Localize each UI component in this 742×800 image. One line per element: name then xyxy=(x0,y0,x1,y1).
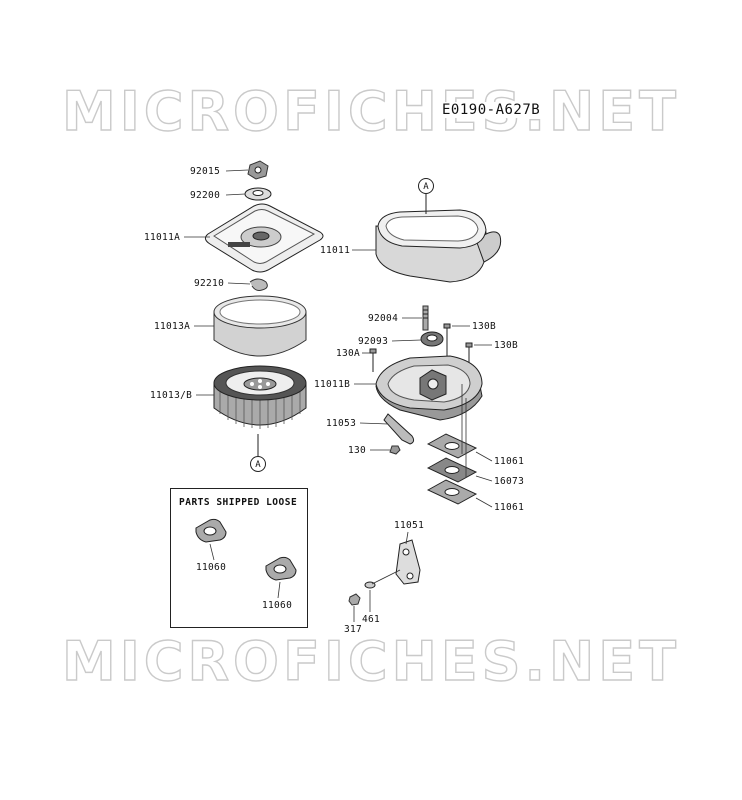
part-label-16073: 16073 xyxy=(494,476,525,487)
nut-317-drawing xyxy=(348,593,361,606)
part-label-11011A: 11011A xyxy=(144,232,181,243)
part-label-11013A: 11013A xyxy=(154,321,191,332)
part-label-92015: 92015 xyxy=(190,166,221,177)
part-label-92004: 92004 xyxy=(368,313,399,324)
part-label-130: 130 xyxy=(348,445,367,456)
gasket-11061-2-drawing xyxy=(426,479,478,505)
cover-11011-drawing xyxy=(375,209,502,283)
part-label-130B-1: 130B xyxy=(472,321,497,332)
parts-shipped-loose-box: PARTS SHIPPED LOOSE xyxy=(170,488,308,628)
precleaner-11013A-drawing xyxy=(213,295,307,357)
part-label-11060-2: 11060 xyxy=(262,600,293,611)
part-label-11013B: 11013/B xyxy=(150,390,193,401)
part-label-11011B: 11011B xyxy=(314,379,351,390)
bracket-11053-drawing xyxy=(383,413,415,445)
part-label-11011: 11011 xyxy=(320,245,351,256)
base-11011B-drawing xyxy=(375,355,483,421)
clip-92210-drawing xyxy=(249,278,268,291)
part-label-317: 317 xyxy=(344,624,363,635)
nut-92015-drawing xyxy=(247,160,269,180)
cover-11011A-drawing xyxy=(204,203,324,273)
part-label-11051: 11051 xyxy=(394,520,425,531)
part-label-130A: 130A xyxy=(336,348,361,359)
part-label-130B-2: 130B xyxy=(494,340,519,351)
part-label-92093: 92093 xyxy=(358,336,389,347)
bolt-130A-drawing xyxy=(369,348,377,372)
bracket-11051-drawing xyxy=(395,539,421,585)
gasket-11061-1-drawing xyxy=(426,433,478,459)
leader-lines xyxy=(184,169,493,622)
gasket-11060-1-drawing xyxy=(195,518,227,543)
stud-92004-drawing xyxy=(422,305,429,331)
part-label-11061-2: 11061 xyxy=(494,502,525,513)
spacer-16073-drawing xyxy=(426,457,478,483)
part-label-11060-1: 11060 xyxy=(196,562,227,573)
diagram-code: E0190-A627B xyxy=(440,102,543,118)
part-label-92200: 92200 xyxy=(190,190,221,201)
seal-92093-drawing xyxy=(420,331,444,347)
washer-92200-drawing xyxy=(244,187,272,201)
part-label-92210: 92210 xyxy=(194,278,225,289)
gasket-11060-2-drawing xyxy=(265,556,297,581)
callout-a-top: A xyxy=(418,178,434,194)
part-label-11061-1: 11061 xyxy=(494,456,525,467)
part-label-11053: 11053 xyxy=(326,418,357,429)
callout-a-bottom: A xyxy=(250,456,266,472)
part-label-461: 461 xyxy=(362,614,381,625)
parts-shipped-loose-title: PARTS SHIPPED LOOSE xyxy=(179,497,298,508)
bolt-130-drawing xyxy=(389,445,401,455)
element-11013B-drawing xyxy=(213,365,307,429)
